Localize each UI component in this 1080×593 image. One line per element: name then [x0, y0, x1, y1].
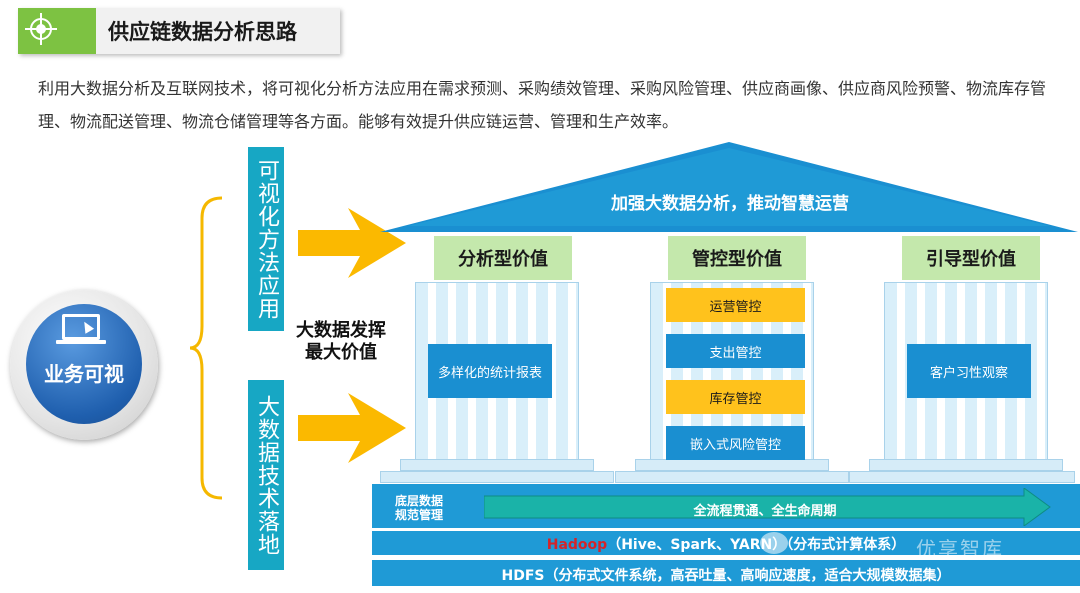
hadoop-label: Hadoop: [546, 537, 608, 553]
pillar-title-control: 管控型价值: [668, 236, 806, 280]
bigdata-tech-box: 大数据技术落地: [248, 380, 284, 570]
pillar-base: [849, 471, 1075, 483]
hadoop-components: （Hive、Spark、YARN）（分布式计算体系）: [607, 537, 906, 553]
pillar-title-analysis: 分析型价值: [434, 236, 572, 280]
foundation-row-1-label: 底层数据 规范管理: [378, 494, 460, 522]
item-customer-habit: 客户习性观察: [907, 344, 1031, 398]
target-icon: [25, 13, 57, 45]
page-title: 供应链数据分析思路: [108, 20, 297, 44]
pillar-base: [380, 471, 614, 483]
pillar-base: [400, 459, 594, 471]
pillar-base: [615, 471, 849, 483]
brace-icon: [189, 196, 223, 500]
center-text: 大数据发挥 最大价值: [286, 320, 396, 364]
item-risk-control: 嵌入式风险管控: [666, 426, 805, 460]
center-text-line1: 大数据发挥: [296, 320, 386, 341]
foundation-row-3: [372, 560, 1080, 586]
watermark-text: 优享智库: [916, 537, 1004, 561]
roof: [380, 142, 1078, 232]
visual-method-box: 可视化方法应用: [248, 147, 284, 331]
intro-text: 利用大数据分析及互联网技术，将可视化分析方法应用在需求预测、采购绩效管理、采购风…: [38, 79, 1047, 131]
pillar-title-guide: 引导型价值: [902, 236, 1040, 280]
item-inventory-control: 库存管控: [666, 380, 805, 414]
laptop-icon: [56, 314, 106, 344]
foundation-label-line2: 规范管理: [394, 508, 443, 522]
flow-arrow-icon: [484, 488, 1051, 526]
pillar-base: [869, 459, 1063, 471]
foundation-row-2: [372, 531, 1080, 555]
header-icon-box: [18, 8, 96, 54]
business-oval-inner: [26, 304, 142, 424]
right-arrow-icon: [298, 393, 406, 463]
watermark-icon: [760, 532, 788, 554]
item-operation-control: 运营管控: [666, 288, 805, 322]
pillar-base: [635, 459, 829, 471]
foundation-row-3-text: HDFS（分布式文件系统，高吞吐量、高响应速度，适合大规模数据集）: [501, 568, 951, 584]
foundation-label-line1: 底层数据: [394, 494, 443, 508]
roof-title: 加强大数据分析，推动智慧运营: [611, 194, 849, 214]
foundation-row-2-text: Hadoop（Hive、Spark、YARN）（分布式计算体系）: [372, 534, 1080, 554]
item-stat-report: 多样化的统计报表: [428, 344, 552, 398]
item-spend-control: 支出管控: [666, 334, 805, 368]
business-label: 业务可视: [44, 362, 124, 386]
center-text-line2: 最大价值: [305, 342, 377, 363]
right-arrow-icon: [298, 208, 406, 278]
flow-text: 全流程贯通、全生命周期: [693, 504, 837, 519]
